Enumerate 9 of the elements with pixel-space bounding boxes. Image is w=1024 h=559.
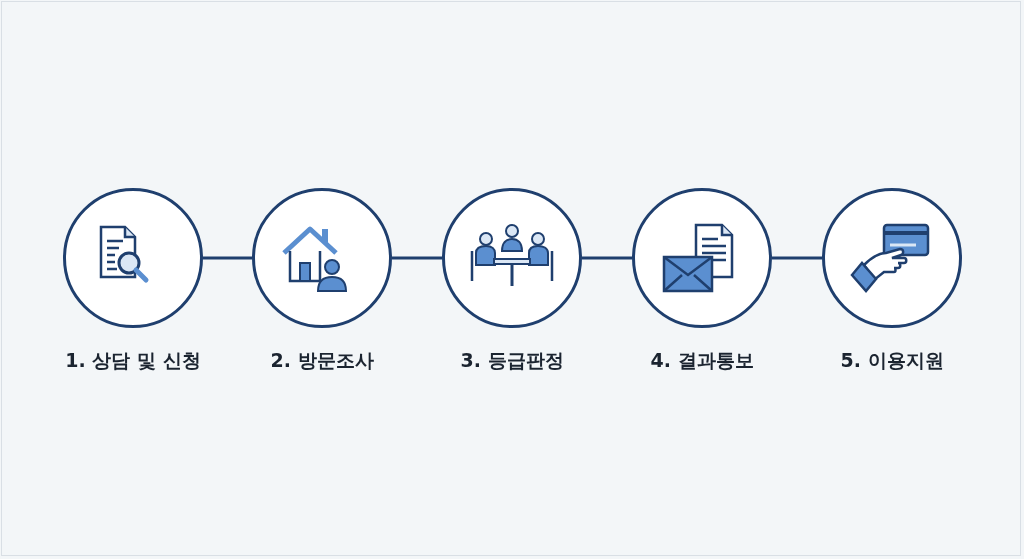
connector-line xyxy=(582,256,632,260)
step-label: 4. 결과통보 xyxy=(650,348,754,373)
connector-line xyxy=(203,256,252,260)
step-label: 3. 등급판정 xyxy=(460,348,564,373)
step-label: 1. 상담 및 신청 xyxy=(65,348,201,373)
connector-line xyxy=(772,256,822,260)
connector-line xyxy=(392,256,442,260)
step-label: 2. 방문조사 xyxy=(270,348,374,373)
step-label: 5. 이용지원 xyxy=(840,348,944,373)
